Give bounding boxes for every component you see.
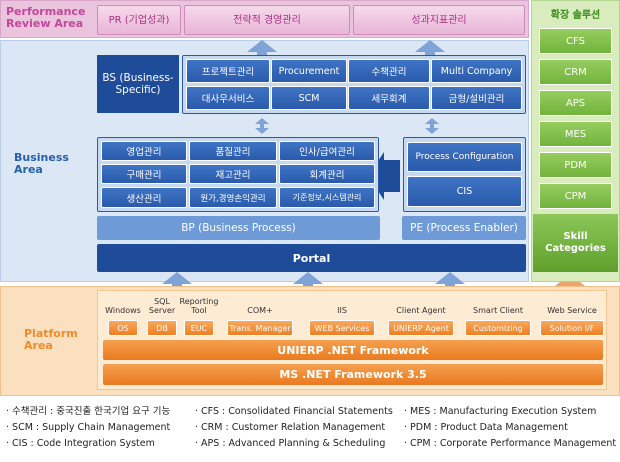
bs-box: BS (Business-Specific) — [97, 55, 179, 113]
bp-bar: BP (Business Process) — [97, 216, 380, 240]
legend-item: · SCM : Supply Chain Management — [6, 422, 171, 433]
box-euc: EUC — [184, 320, 214, 336]
ext-cpm: CPM — [539, 183, 612, 209]
module-procurement: Procurement — [271, 59, 347, 83]
cis-box: CIS — [407, 176, 522, 207]
tech-iis-label: IIS — [337, 305, 347, 315]
module-inventory: 재고관리 — [189, 164, 277, 184]
tech-smart-client-label: Smart Client — [473, 305, 523, 315]
platform-area-label: Platform Area — [24, 327, 78, 352]
performance-area-label: Performance Review Area — [6, 5, 86, 30]
module-multi-company: Multi Company — [431, 59, 522, 83]
unierp-framework-bar: UNIERP .NET Framework — [103, 340, 603, 360]
kpi-box: 성과지표관리 — [353, 5, 525, 35]
arrow-double-left — [255, 118, 269, 134]
module-employee-service: 대사우서비스 — [186, 86, 270, 110]
arrow-up-to-kpi — [415, 40, 445, 56]
legend-item: · CPM : Corporate Performance Management — [404, 438, 617, 449]
arrow-up-platform-1 — [162, 272, 192, 288]
ext-crm: CRM — [539, 59, 612, 85]
ext-mes: MES — [539, 121, 612, 147]
box-customizing: Customizing — [465, 320, 531, 336]
module-project: 프로젝트관리 — [186, 59, 270, 83]
strategy-box: 전략적 경영관리 — [184, 5, 350, 35]
legend-item: · MES : Manufacturing Execution System — [404, 406, 597, 417]
box-solution-if: Solution I/F — [540, 320, 604, 336]
ext-aps: APS — [539, 90, 612, 116]
ext-cfs: CFS — [539, 28, 612, 54]
tech-web-service-label: Web Service — [547, 305, 597, 315]
arrow-up-to-strategy — [247, 40, 277, 56]
pr-box: PR (기업성과) — [97, 5, 181, 35]
box-unierp-agent: UNIERP Agent — [388, 320, 454, 336]
arrow-up-platform-3 — [435, 272, 465, 288]
module-production: 생산관리 — [101, 187, 187, 208]
module-purchasing: 구매관리 — [101, 164, 187, 184]
legend-item: · CRM : Customer Relation Management — [195, 422, 386, 433]
legend-item: · PDM : Product Data Management — [404, 422, 568, 433]
tech-windows-label: Windows — [105, 305, 141, 315]
tech-complus-label: COM+ — [247, 305, 273, 315]
process-configuration-box: Process Configuration — [407, 142, 522, 172]
module-sales: 영업관리 — [101, 141, 187, 161]
legend-item: · APS : Advanced Planning & Scheduling — [195, 438, 386, 449]
skill-categories-box: Skill Categories — [533, 214, 618, 272]
module-export: 수책관리 — [348, 59, 430, 83]
module-scm: SCM — [271, 86, 347, 110]
box-os: OS — [108, 320, 138, 336]
module-cost-profit: 원가,경영손익관리 — [189, 187, 277, 208]
tech-client-agent-label: Client Agent — [396, 305, 446, 315]
module-master-data: 기준정보,시스템관리 — [279, 187, 375, 208]
tech-sql-server-label: SQL Server — [148, 297, 176, 315]
box-web-services: WEB Services — [309, 320, 375, 336]
portal-bar: Portal — [97, 244, 526, 272]
legend-item: · 수책관리 : 중국진출 한국기업 요구 기능 — [6, 406, 171, 417]
box-trans-manager: Trans. Manager — [227, 320, 293, 336]
box-db: DB — [147, 320, 177, 336]
pe-bar: PE (Process Enabler) — [402, 216, 526, 240]
module-quality: 품질관리 — [189, 141, 277, 161]
ms-net-framework-bar: MS .NET Framework 3.5 — [103, 364, 603, 385]
ext-pdm: PDM — [539, 152, 612, 178]
module-tax-accounting: 세무회계 — [348, 86, 430, 110]
module-accounting: 회계관리 — [279, 164, 375, 184]
business-area-label: Business Area — [14, 151, 69, 176]
module-hr-payroll: 인사/급여관리 — [279, 141, 375, 161]
arrow-double-right — [425, 118, 439, 134]
arrow-up-platform-2 — [293, 272, 323, 288]
tech-reporting-tool-label: Reporting Tool — [179, 297, 219, 315]
module-mold-equipment: 금형/설비관리 — [431, 86, 522, 110]
legend-item: · CIS : Code Integration System — [6, 438, 155, 449]
legend-item: · CFS : Consolidated Financial Statement… — [195, 406, 393, 417]
extension-title: 확장 솔루션 — [550, 9, 601, 21]
